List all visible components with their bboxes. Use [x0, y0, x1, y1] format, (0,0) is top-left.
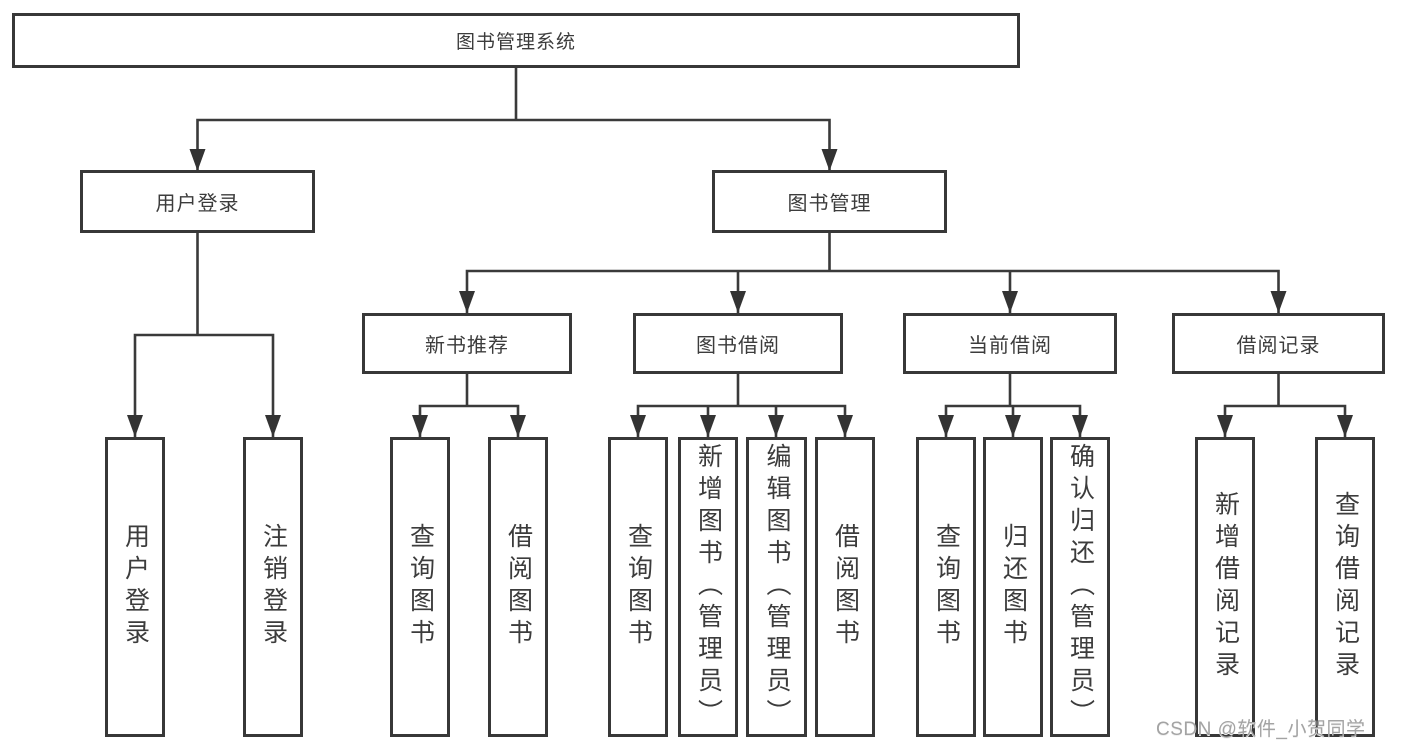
- leaf-bb-edit-books-admin-label: 编辑图书（管理员）: [763, 443, 791, 731]
- leaf-br-query-record-label: 查询借阅记录: [1331, 491, 1360, 683]
- node-borrow-records-label: 借阅记录: [1236, 335, 1321, 357]
- leaf-cb-confirm-return-admin: 确认归还（管理员）: [1050, 437, 1110, 737]
- connector-book-borrow: [636, 374, 847, 437]
- leaf-bb-borrow-books: 借阅图书: [815, 437, 875, 737]
- leaf-cb-return-books-label: 归还图书: [999, 523, 1028, 651]
- leaf-bb-edit-books-admin: 编辑图书（管理员）: [746, 437, 807, 737]
- leaf-bb-query-books-label: 查询图书: [624, 523, 653, 651]
- connector-root: [196, 68, 831, 171]
- node-borrow-records: 借阅记录: [1172, 313, 1385, 374]
- leaf-cb-return-books: 归还图书: [983, 437, 1043, 737]
- node-current-borrow: 当前借阅: [903, 313, 1117, 374]
- node-user-login-label: 用户登录: [155, 193, 240, 215]
- leaf-nbr-query-books-label: 查询图书: [406, 523, 435, 651]
- node-new-book-recommend-label: 新书推荐: [425, 335, 509, 357]
- node-book-management-label: 图书管理: [787, 193, 872, 215]
- node-current-borrow-label: 当前借阅: [968, 335, 1052, 357]
- leaf-user-login-label: 用户登录: [121, 523, 150, 651]
- leaf-br-add-record-label: 新增借阅记录: [1211, 491, 1240, 683]
- leaf-nbr-query-books: 查询图书: [390, 437, 450, 737]
- connector-borrow-records: [1223, 374, 1347, 437]
- leaf-br-add-record: 新增借阅记录: [1195, 437, 1255, 737]
- node-book-borrow: 图书借阅: [633, 313, 843, 374]
- leaf-nbr-borrow-books: 借阅图书: [488, 437, 548, 737]
- leaf-bb-add-books-admin-label: 新增图书（管理员）: [694, 443, 723, 731]
- leaf-cb-confirm-return-admin-label: 确认归还（管理员）: [1066, 443, 1095, 731]
- connector-new-book: [418, 374, 520, 437]
- leaf-user-login: 用户登录: [105, 437, 165, 737]
- node-user-login: 用户登录: [80, 170, 315, 233]
- leaf-cb-query-books-label: 查询图书: [932, 523, 961, 651]
- leaf-br-query-record: 查询借阅记录: [1315, 437, 1375, 737]
- leaf-bb-add-books-admin: 新增图书（管理员）: [678, 437, 738, 737]
- leaf-nbr-borrow-books-label: 借阅图书: [504, 523, 533, 651]
- node-book-management: 图书管理: [712, 170, 947, 233]
- leaf-bb-borrow-books-label: 借阅图书: [831, 523, 860, 651]
- csdn-watermark: CSDN @软件_小贺同学: [1156, 719, 1366, 740]
- connector-user-login: [133, 233, 275, 437]
- leaf-logout: 注销登录: [243, 437, 303, 737]
- leaf-logout-label: 注销登录: [259, 523, 288, 651]
- leaf-cb-query-books: 查询图书: [916, 437, 976, 737]
- node-new-book-recommend: 新书推荐: [362, 313, 572, 374]
- node-root: 图书管理系统: [12, 13, 1020, 68]
- connector-book-mgmt: [465, 233, 1280, 313]
- node-book-borrow-label: 图书借阅: [696, 335, 780, 357]
- node-root-label: 图书管理系统: [455, 32, 576, 53]
- arrowheads: [127, 149, 1353, 437]
- leaf-bb-query-books: 查询图书: [608, 437, 668, 737]
